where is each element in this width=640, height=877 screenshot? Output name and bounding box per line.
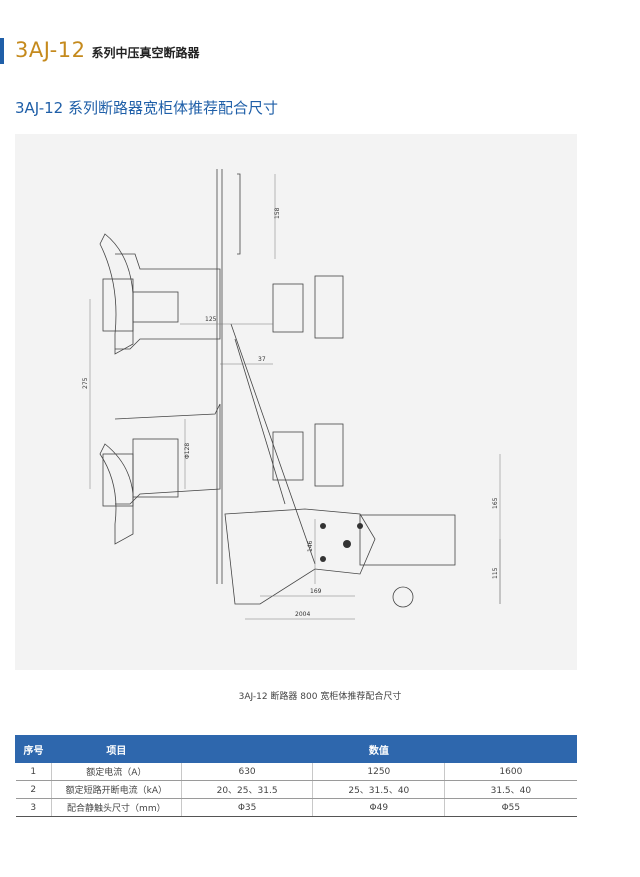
linkage-rod <box>230 323 316 565</box>
cell-index: 1 <box>15 762 52 781</box>
lower-bus-bar <box>99 443 134 545</box>
cell-item: 额定电流（A） <box>50 762 182 781</box>
header-value: 数值 <box>180 735 578 763</box>
cell-value: 25、31.5、40 <box>312 780 445 799</box>
upper-insulator <box>102 278 134 332</box>
cell-value: 31.5、40 <box>444 780 577 799</box>
dim-label: 2004 <box>295 611 310 618</box>
lower-bushing <box>114 403 221 505</box>
dim-label: 158 <box>274 207 281 219</box>
dim-label: 169 <box>310 588 322 595</box>
cell-value: 630 <box>180 762 313 781</box>
pivot-point <box>343 540 351 548</box>
pivot-point <box>320 523 326 529</box>
drawing-svg: 158 125 37 275 Φ128 165 146 115 169 2004 <box>82 169 501 620</box>
cell-value: 20、25、31.5 <box>180 780 313 799</box>
upper-breaker-arm <box>272 283 304 333</box>
cell-item: 额定短路开断电流（kA） <box>50 780 182 799</box>
header-series: 系列中压真空断路器 <box>91 46 200 60</box>
spec-table: 序号 项目 数值 1 额定电流（A） 630 1250 1600 2 额定短路开… <box>15 735 578 817</box>
page-header: 3AJ-12 系列中压真空断路器 <box>15 38 200 64</box>
cell-value: 1250 <box>312 762 445 781</box>
lower-breaker-arm <box>272 431 304 481</box>
lower-breaker-head <box>314 423 344 487</box>
top-bracket <box>237 173 241 255</box>
header-index: 序号 <box>15 735 52 763</box>
table-header-row: 序号 项目 数值 <box>15 735 578 763</box>
header-item: 项目 <box>50 735 182 763</box>
table-row: 3 配合静触头尺寸（mm） Φ35 Φ49 Φ55 <box>15 798 577 817</box>
dim-label: 125 <box>205 316 217 323</box>
header-model: 3AJ-12 <box>15 38 86 62</box>
pivot-point <box>357 523 363 529</box>
upper-bus-bar <box>99 233 134 355</box>
upper-bushing <box>115 253 221 350</box>
linkage-rod <box>234 338 286 505</box>
upper-breaker-head <box>314 275 344 339</box>
dim-label: 165 <box>492 497 499 509</box>
drawing-caption: 3AJ-12 断路器 800 宽柜体推荐配合尺寸 <box>238 692 402 702</box>
lower-contact <box>132 438 179 498</box>
upper-contact <box>132 291 179 323</box>
dim-label: Φ128 <box>184 443 191 459</box>
cell-value: Φ49 <box>312 798 445 817</box>
cell-value: Φ55 <box>444 798 577 817</box>
technical-drawing: 158 125 37 275 Φ128 165 146 115 169 2004 <box>15 134 577 670</box>
table-row: 2 额定短路开断电流（kA） 20、25、31.5 25、31.5、40 31.… <box>15 780 577 799</box>
cell-item: 配合静触头尺寸（mm） <box>50 798 182 817</box>
dim-label: 37 <box>258 356 266 363</box>
cell-index: 2 <box>15 780 52 799</box>
lower-insulator <box>102 453 134 507</box>
dim-label: 115 <box>492 567 499 579</box>
table-row: 1 额定电流（A） 630 1250 1600 <box>15 762 577 781</box>
cell-index: 3 <box>15 798 52 817</box>
trolley-wheel <box>392 586 414 608</box>
pivot-point <box>320 556 326 562</box>
trolley-frame <box>224 508 376 605</box>
section-title: 3AJ-12 系列断路器宽柜体推荐配合尺寸 <box>15 99 278 117</box>
header-accent-bar <box>0 38 4 64</box>
dim-label: 146 <box>307 540 314 552</box>
cell-value: 1600 <box>444 762 577 781</box>
trolley-handle <box>359 514 456 566</box>
dim-label: 275 <box>82 377 89 389</box>
cell-value: Φ35 <box>180 798 313 817</box>
